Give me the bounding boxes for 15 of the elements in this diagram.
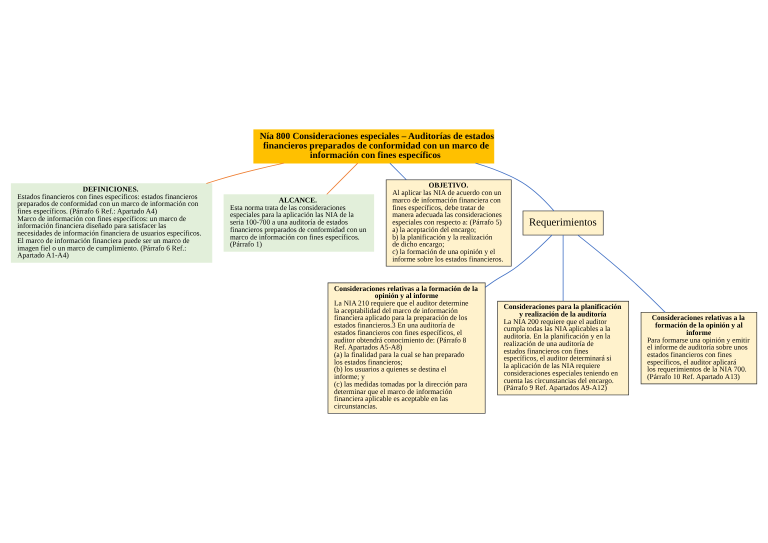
node-box: OBJETIVO. Al aplicar las NIA de acuerdo con un marco de información financiera con fines específicos, debe tratar de manera adecuada las consideraciones especiales con respecto a: (Párrafo 5) a) la aceptación del encargo; b) la planificación y la realización de dicho encargo; c) la formación de una opinión y el informe sobre los estados financieros. — [386, 180, 512, 266]
node-box: Consideraciones para la planificación y realización de la auditoría La NIA 200 requiere que el auditor cumpla todas las NIA aplicables a la auditoría. En la planificación y en la realización de una auditoría de estados financieros con fines específicos, el auditor determinará si la aplicación de las NIA requiere consideraciones especiales teniendo en cuenta las circunstancias del encargo. (Párrafo 9 Ref. Apartados A9-A12) — [497, 300, 630, 396]
node-box: ALCANCE. Esta norma trata de las consideraciones especiales para la aplicación las NIA de la seria 100-700 a una auditoría de estados financieros preparados de conformidad con un marco de información con fines específicos. (Párrafo 1) — [224, 194, 374, 252]
connector — [475, 162, 554, 212]
connector — [577, 234, 666, 313]
connector — [562, 234, 564, 302]
node-box: Consideraciones relativas a la formación de la opinión y al informe La NIA 210 requiere que el auditor determine la aceptabilidad del marco de información financiera aplicado para la preparación de los estados financieros.3 En una auditoría de estados financieros con fines específicos, el auditor obtendrá conocimiento de: (Párrafo 8 Ref. Apartados A5-A8) (a) la finalidad para la cual se han preparado los estados financieros; (b) los usuarios a quienes se destina el informe; y (c) las medidas tomadas por la dirección para determinar que el marco de información financiera aplicable es aceptable en las circunstancias. — [328, 282, 486, 414]
connector — [326, 162, 358, 195]
node-box: Consideraciones relativas a la formación de la opinión y al informe Para formarse una opinión y emitir el informe de auditoría sobre unos estados financieros con fines específicos, el auditor aplicará los requerimientos de la NIA 700. (Párrafo 10 Ref. Apartado A13) — [640, 312, 758, 384]
connector — [206, 162, 284, 184]
node-box: Nía 800 Consideraciones especiales – Auditorías de estados financieros preparados de conformidad con un marco de información con fines específicos — [253, 129, 494, 164]
node-box: DEFINICIONES. Estados financieros con fines específicos: estados financieros preparados de conformidad con un marco de información con fines específicos. (Párrafo 6 Ref.: Apartado A4) Marco de información con fines específicos: un marco de información financiera diseñado para satisfacer las necesidades de información financiera de usuarios específicos. El marco de información financiera puede ser un marco de imagen fiel o un marco de cumplimiento. (Párrafo 6 Ref.: Apartado A1-A4) — [10, 183, 212, 263]
node-box: Requerimientos — [522, 210, 604, 236]
connector — [484, 234, 552, 288]
connector — [389, 162, 407, 180]
